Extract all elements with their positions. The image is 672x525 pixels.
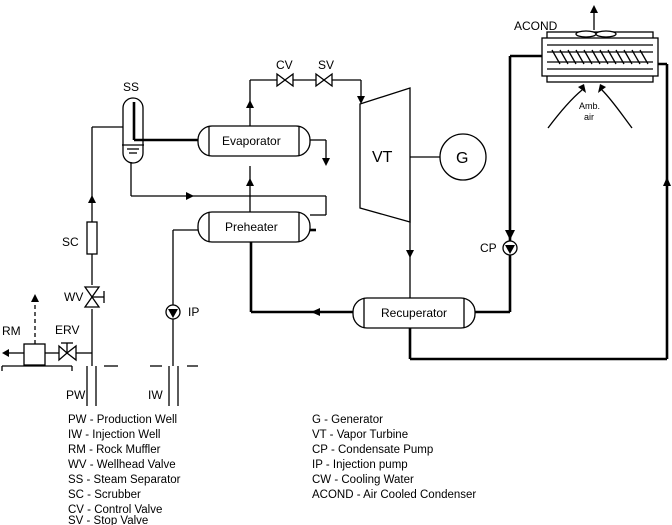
label-vt: VT [372, 149, 393, 166]
label-evaporator: Evaporator [222, 134, 281, 148]
preheater [197, 211, 311, 243]
steam-line [132, 102, 198, 142]
label-amb-air-2: air [584, 112, 594, 122]
label-wv: WV [64, 290, 83, 304]
legend-item: IP - Injection pump [312, 459, 408, 471]
condenser-fan [575, 30, 617, 38]
legend-left: PW - Production Well IW - Injection Well… [68, 414, 181, 525]
recuperator-to-preheater [249, 242, 353, 316]
label-amb-air-1: Amb. [579, 101, 600, 111]
stop-valve [315, 72, 333, 88]
label-g: G [456, 150, 468, 167]
label-pw: PW [66, 388, 86, 402]
label-recuperator: Recuperator [381, 306, 447, 320]
label-sv: SV [318, 58, 334, 72]
air-cooled-condenser [541, 31, 659, 83]
condensate-pump [502, 240, 518, 256]
rock-muffler-vent [2, 294, 39, 357]
generator [439, 133, 487, 181]
vapor-line [246, 79, 365, 126]
scrubber [86, 221, 98, 255]
label-preheater: Preheater [225, 220, 278, 234]
turbine-exhaust [406, 190, 414, 298]
legend-item: VT - Vapor Turbine [312, 429, 408, 441]
label-rm: RM [2, 324, 21, 338]
legend-item: CV - Control Valve [68, 504, 162, 516]
legend-item: SS - Steam Separator [68, 474, 181, 486]
control-valve [276, 72, 294, 88]
label-acond: ACOND [514, 19, 558, 33]
recuperator-to-condenser [475, 54, 545, 314]
wellhead-valve [83, 286, 105, 308]
legend-item: SC - Scrubber [68, 489, 141, 501]
label-iw: IW [148, 388, 163, 402]
legend-item: RM - Rock Muffler [68, 444, 161, 456]
preheater-to-evaporator [310, 139, 330, 232]
legend-item: PW - Production Well [68, 414, 177, 426]
ground [1, 365, 198, 371]
label-erv: ERV [55, 323, 79, 337]
label-ip: IP [188, 305, 199, 319]
evaporator [197, 125, 311, 157]
legend-item: CW - Cooling Water [312, 474, 414, 486]
legend-right: G - Generator VT - Vapor Turbine CP - Co… [312, 414, 476, 501]
ambient-air-arrows [547, 84, 633, 129]
injection-line [172, 229, 198, 366]
emergency-relief-branch [45, 342, 92, 362]
exhaust-air-arrow [590, 5, 598, 30]
label-cv: CV [276, 58, 293, 72]
rock-muffler [23, 343, 46, 366]
legend-item: SV - Stop Valve [68, 515, 148, 525]
label-cp: CP [480, 241, 497, 255]
legend-item: CP - Condensate Pump [312, 444, 433, 456]
injection-pump [165, 304, 181, 320]
production-line [88, 126, 123, 366]
condenser-return [408, 62, 671, 361]
production-well [86, 366, 97, 406]
label-ss: SS [123, 80, 139, 94]
legend-item: G - Generator [312, 414, 383, 426]
condensate-line [246, 166, 254, 212]
label-sc: SC [62, 235, 79, 249]
brine-line [130, 162, 327, 216]
injection-well [168, 366, 179, 406]
legend-item: ACOND - Air Cooled Condenser [312, 489, 476, 501]
legend-item: IW - Injection Well [68, 429, 160, 441]
legend-item: WV - Wellhead Valve [68, 459, 176, 471]
